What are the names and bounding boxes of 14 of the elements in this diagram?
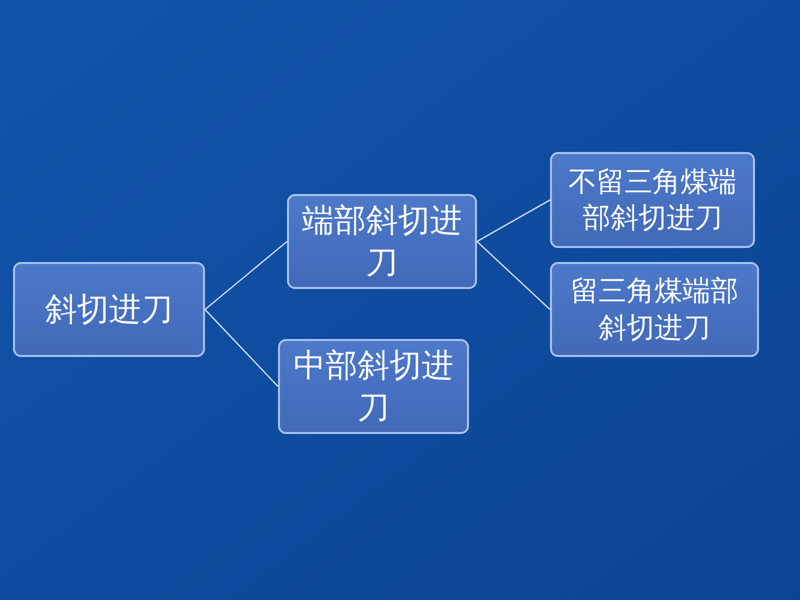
node-text: 端部斜切进刀 xyxy=(301,200,463,282)
node-text: 留三角煤端部斜切进刀 xyxy=(570,273,740,346)
connector-line xyxy=(204,309,278,387)
process-box xyxy=(278,339,469,434)
process-box xyxy=(550,152,755,248)
process-box xyxy=(550,262,759,357)
connector-line xyxy=(204,241,288,310)
process-box xyxy=(13,262,205,357)
node-text: 不留三角煤端部斜切进刀 xyxy=(568,164,738,236)
node-text: 中部斜切进刀 xyxy=(292,344,454,428)
node-text: 斜切进刀 xyxy=(45,288,173,330)
process-box xyxy=(287,194,477,289)
connector-line xyxy=(476,241,550,310)
connector-line xyxy=(476,199,550,242)
